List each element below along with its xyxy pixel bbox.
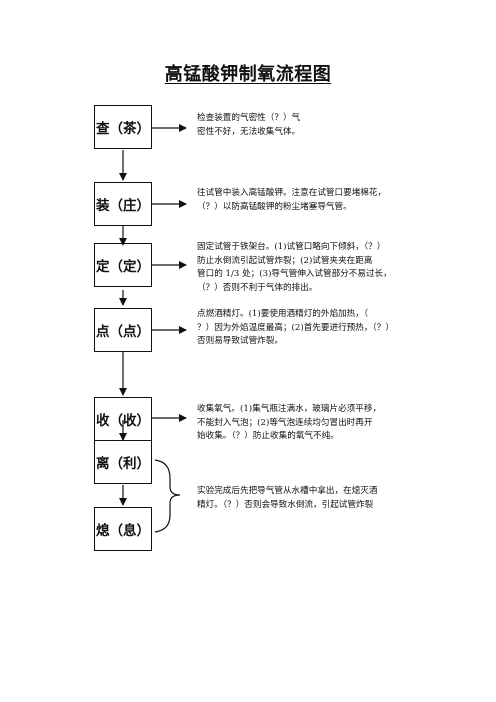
desc-line: 管口的 1/3 处；(3)导气管伸入试管部分不易过长，: [197, 269, 392, 279]
step-collect: 收（收）: [94, 397, 152, 441]
step-extinguish: 熄（息）: [94, 507, 152, 551]
step-load: 装（庄）: [94, 182, 152, 226]
step-check: 查（茶）: [94, 105, 152, 149]
desc-line: 始收集。（？）防止收集的氧气不纯。: [197, 431, 339, 441]
desc-check: 检查装置的气密性（？）气 密性不好，无法收集气体。: [197, 112, 432, 139]
desc-line: 防止水倒流引起试管炸裂；(2)试管夹夹在距离: [197, 255, 373, 266]
step-fix: 定（定）: [94, 243, 152, 287]
desc-line: 检查装置的气密性（？）气: [197, 113, 301, 123]
step-remove: 离（利）: [94, 440, 152, 484]
desc-line: 实验完成后先把导气管从水槽中拿出，在熄灭酒: [197, 486, 378, 496]
desc-finish: 实验完成后先把导气管从水槽中拿出，在熄灭酒 精灯。（？）否则会导致水倒流，引起试…: [197, 485, 432, 512]
desc-load: 往试管中装入高锰酸钾。注意在试管口要堵棉花， （？）以防高锰酸钾的粉尘堵塞导气管…: [197, 187, 432, 214]
right-arrows: [152, 124, 187, 422]
step-light: 点（点）: [94, 308, 152, 352]
desc-line: 往试管中装入高锰酸钾。注意在试管口要堵棉花，: [197, 188, 387, 198]
desc-line: ？）因为外焰温度最高；(2)首先要进行预热，（？）: [197, 322, 394, 333]
desc-line: 密性不好，无法收集气体。: [197, 126, 301, 137]
desc-line: 收集氧气。(1)集气瓶注满水，玻璃片必须平移，: [197, 404, 382, 414]
page-title: 高锰酸钾制氧流程图: [164, 64, 332, 85]
desc-line: 固定试管于铁架台。(1)试管口略向下倾斜，（？）: [197, 242, 386, 252]
desc-collect: 收集氧气。(1)集气瓶注满水，玻璃片必须平移， 不能封入气泡；(2)等气泡连续均…: [197, 403, 432, 444]
desc-line: 点燃酒精灯。(1)要使用酒精灯的外焰加热，（: [197, 309, 369, 319]
group-brace: [154, 459, 181, 533]
desc-fix: 固定试管于铁架台。(1)试管口略向下倾斜，（？） 防止水倒流引起试管炸裂；(2)…: [197, 241, 432, 295]
desc-line: 精灯。（？）否则会导致水倒流，引起试管炸裂: [197, 499, 374, 510]
desc-line: （？）以防高锰酸钾的粉尘堵塞导气管。: [197, 201, 352, 212]
desc-line: 不能封入气泡；(2)等气泡连续均匀冒出时再开: [197, 417, 373, 428]
desc-light: 点燃酒精灯。(1)要使用酒精灯的外焰加热，（ ？）因为外焰温度最高；(2)首先要…: [197, 308, 432, 349]
desc-line: （？）否则不利于气体的排出。: [197, 282, 318, 293]
desc-line: 否则易导致试管炸裂。: [197, 336, 283, 346]
